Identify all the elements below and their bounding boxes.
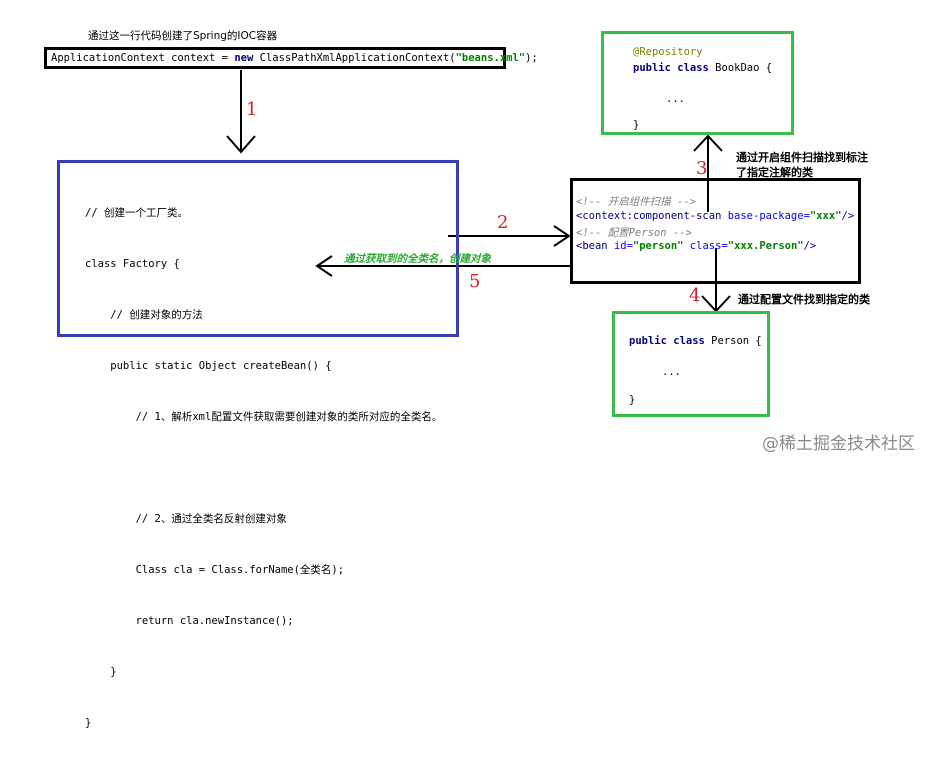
watermark: @稀土掘金技术社区	[762, 434, 915, 454]
factory-line-3: // 创建对象的方法	[85, 309, 203, 321]
person-decl-name: Person {	[704, 335, 762, 347]
xml-bean-id-attr: id=	[613, 240, 633, 252]
xml-comment-scan: <!-- 开启组件扫描 -->	[576, 196, 696, 208]
person-decl-keyword: public class	[629, 335, 705, 347]
bookdao-decl-keyword: public class	[633, 62, 709, 74]
factory-line-1: // 创建一个工厂类。	[85, 207, 188, 219]
arrow-1-label: 1	[246, 99, 258, 120]
factory-line-9: return cla.newInstance();	[85, 615, 294, 627]
connector-layer	[226, 70, 731, 313]
arrow-3-label: 3	[696, 158, 708, 179]
top-caption: 通过这一行代码创建了Spring的IOC容器	[88, 30, 278, 42]
config-note: 通过配置文件找到指定的类	[738, 293, 870, 306]
arrow-4-label: 4	[689, 285, 701, 306]
factory-line-11: }	[85, 717, 92, 729]
person-box: public class Person { ... }	[612, 311, 770, 417]
top-code-suffix: );	[525, 52, 538, 64]
person-close: }	[629, 394, 636, 406]
bookdao-annotation: @Repository	[633, 46, 703, 58]
xml-bean-tag: <bean	[576, 240, 614, 252]
scan-note-line-2: 了指定注解的类	[736, 166, 813, 179]
top-code-box: ApplicationContext context = new ClassPa…	[44, 47, 538, 69]
xml-bean-line: <bean id="person" class="xxx.Person"/>	[576, 240, 816, 252]
xml-bean-close: />	[803, 240, 817, 252]
xml-scan-close: />	[841, 210, 855, 222]
factory-line-7: // 2、通过全类名反射创建对象	[85, 513, 287, 525]
arrow-1-head	[226, 135, 256, 154]
bookdao-box: @Repository public class BookDao { ... }	[601, 31, 794, 135]
xml-bean-id-value: "person"	[632, 240, 684, 252]
arrow-5-head	[315, 255, 333, 277]
arrow-2-head	[553, 225, 571, 247]
top-code-mid: ClassPathXmlApplicationContext(	[253, 52, 456, 64]
xml-component-scan-line: <context:component-scan base-package="xx…	[576, 210, 854, 222]
arrow-2-label: 2	[497, 212, 509, 233]
top-code-arg: "beans.xml"	[455, 52, 526, 64]
arrow-3-head	[693, 134, 723, 152]
xml-config-box: <!-- 开启组件扫描 --> <context:component-scan …	[570, 178, 861, 284]
factory-line-4: public static Object createBean() {	[85, 360, 332, 372]
arrow-5-label: 5	[469, 271, 481, 292]
bookdao-close: }	[633, 119, 640, 131]
xml-scan-attr: base-package=	[727, 210, 810, 222]
person-declaration: public class Person {	[629, 335, 762, 347]
scan-note-line-1: 通过开启组件扫描找到标注	[736, 151, 868, 164]
bookdao-declaration: public class BookDao {	[633, 62, 772, 74]
xml-scan-value: "xxx"	[809, 210, 842, 222]
xml-scan-tag: <context:component-scan	[576, 210, 728, 222]
top-code-prefix: ApplicationContext context =	[51, 52, 235, 64]
factory-line-10: }	[85, 666, 117, 678]
xml-comment-person: <!-- 配置Person -->	[576, 227, 692, 239]
factory-line-2: class Factory {	[85, 258, 180, 270]
top-code-line: ApplicationContext context = new ClassPa…	[51, 52, 538, 64]
top-code-new-keyword: new	[234, 52, 254, 64]
bookdao-dots: ...	[666, 93, 685, 105]
factory-line-8: Class cla = Class.forName(全类名);	[85, 564, 345, 576]
factory-line-5: // 1、解析xml配置文件获取需要创建对象的类所对应的全类名。	[85, 411, 443, 423]
factory-line-6	[85, 460, 442, 477]
bookdao-decl-name: BookDao {	[708, 62, 773, 74]
xml-bean-class-value: "xxx.Person"	[727, 240, 804, 252]
xml-bean-class-attr: class=	[683, 240, 728, 252]
factory-box: // 创建一个工厂类。 class Factory { // 创建对象的方法 p…	[57, 160, 459, 729]
return-note: 通过获取到的全类名，创建对象	[344, 253, 491, 265]
person-dots: ...	[662, 366, 681, 378]
